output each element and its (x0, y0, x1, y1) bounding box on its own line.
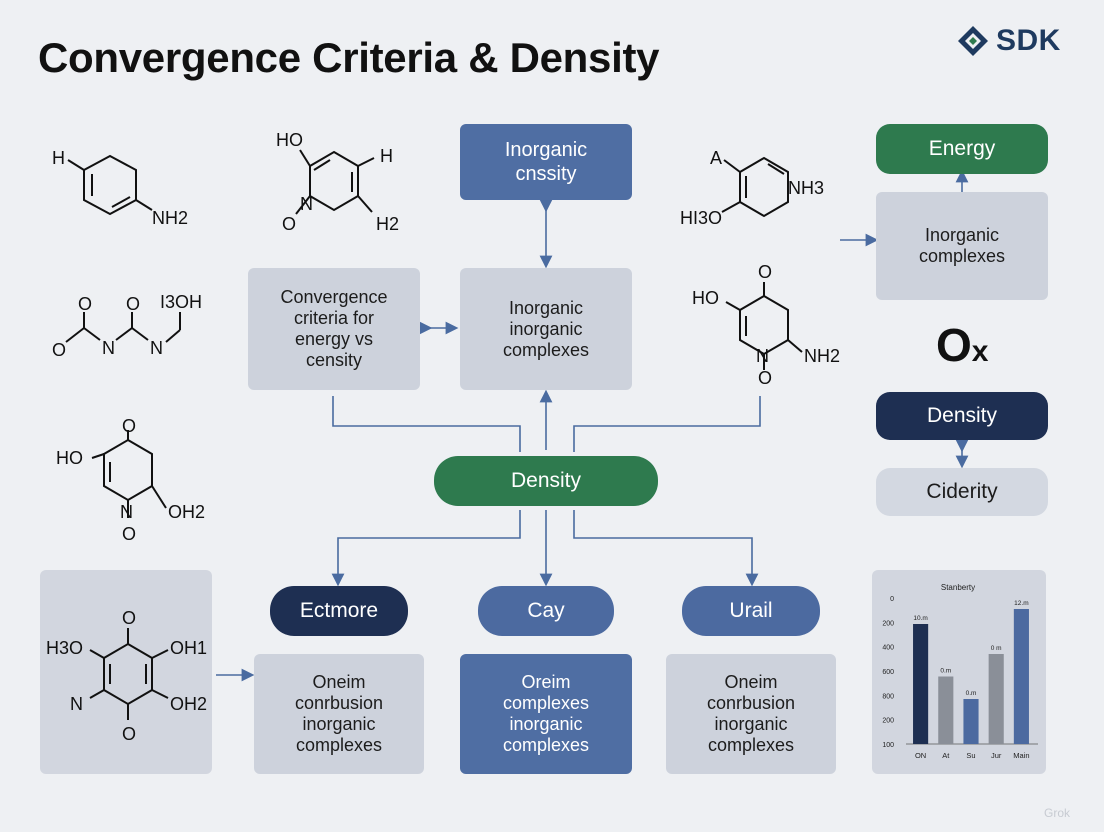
ox-subscript: x (971, 335, 989, 368)
box-bottom-right: Oneim conrbusion inorganic complexes (666, 654, 836, 774)
chart-data-label: 0.m (940, 668, 951, 675)
watermark: Grok (1043, 806, 1070, 820)
node-density-hub: Density (434, 456, 658, 506)
chart-title: Stanberty (941, 583, 975, 592)
mol6-a: A (710, 148, 722, 168)
chart-ytick-label: 200 (882, 718, 894, 725)
mol5-oh2: OH2 (170, 694, 207, 714)
chart-ytick-label: 600 (882, 669, 894, 676)
mol5-h3o: H3O (46, 638, 83, 658)
mol2-h: H (380, 146, 393, 166)
mol2-o: O (282, 214, 296, 234)
molecule-4-icon (91, 430, 167, 518)
chart-data-label: 10.m (913, 615, 927, 622)
node-inorganic-complexes: Inorganic inorganic complexes (460, 268, 632, 390)
mol2-ho: HO (276, 130, 303, 150)
mol4-ho: HO (56, 448, 83, 468)
mol3-o1: O (78, 294, 92, 314)
chart-bar (963, 699, 979, 744)
chart-category-label: Main (1013, 751, 1029, 760)
chart-category-label: Su (966, 751, 975, 760)
connector-hub-right-pill (573, 510, 759, 587)
chart-bar (938, 676, 954, 744)
mol4-oh2: OH2 (168, 502, 205, 522)
box-bottom-center: Oreim complexes inorganic complexes (460, 654, 632, 774)
chart-ytick-label: 800 (882, 693, 894, 700)
mol7-n: N (756, 346, 769, 366)
molecule-1-icon (67, 154, 153, 216)
mol7-ho: HO (692, 288, 719, 308)
chart-ytick-label: 0 (890, 596, 894, 603)
mol5-o-bottom: O (122, 724, 136, 744)
chart-data-label: 0 m (991, 645, 1002, 652)
pill-cay: Cay (478, 586, 614, 636)
node-energy: Energy (876, 124, 1048, 174)
chart-ytick-label: 100 (882, 742, 894, 749)
mol6-hio: HI3O (680, 208, 722, 228)
molecule-3-icon (65, 312, 181, 343)
mol5-oh1: OH1 (170, 638, 207, 658)
diamond-logo-icon (958, 26, 988, 56)
mol4-n: N (120, 502, 133, 522)
node-convergence-criteria: Convergence criteria for energy vs censi… (248, 268, 420, 390)
mol2-n: N (300, 194, 313, 214)
node-right-complexes: Inorganic complexes (876, 192, 1048, 300)
connector-hub-left-pill (331, 510, 521, 587)
chart-category-label: At (942, 751, 950, 760)
chart-category-label: Jur (991, 751, 1002, 760)
connector-left-hub (332, 396, 521, 452)
chart-bar (988, 654, 1004, 744)
mol6-nh3: NH3 (788, 178, 824, 198)
mol5-o-top: O (122, 608, 136, 628)
molecule-7-icon (725, 282, 803, 370)
ox-symbol: Ox (936, 318, 988, 372)
pill-urail: Urail (682, 586, 820, 636)
chart-ytick-label: 200 (882, 620, 894, 627)
chart-data-label: 12.m (1014, 600, 1028, 607)
mol3-n2: N (150, 338, 163, 358)
page-title: Convergence Criteria & Density (38, 34, 660, 81)
connector-right-hub (573, 396, 761, 452)
chart-ytick-label: 400 (882, 645, 894, 652)
mol1-h: H (52, 148, 65, 168)
bar-chart: Stanberty 100 200 800 600 400 200 0 10.mON 0.mAt 0… (882, 583, 1038, 760)
node-ciderity: Ciderity (876, 468, 1048, 516)
molecule-6-icon (721, 156, 789, 218)
chart-bar (1013, 609, 1029, 744)
molecule-panel: O H3O OH1 N OH2 O (40, 570, 212, 774)
mol7-o: O (758, 262, 772, 282)
node-inorganic-density: Inorganic cnssity (460, 124, 632, 200)
box-bottom-left: Oneim conrbusion inorganic complexes (254, 654, 424, 774)
mol3-ioh: I3OH (160, 292, 202, 312)
brand-logo: SDK (956, 24, 1061, 58)
chart-bar (913, 624, 929, 744)
mol4-o: O (122, 416, 136, 436)
mol5-n: N (70, 694, 83, 714)
mol1-nh2: NH2 (152, 208, 188, 228)
mol4-o-bottom: O (122, 524, 136, 544)
molecule-5-icon: O H3O OH1 N OH2 O (46, 608, 207, 744)
molecule-2-icon (295, 149, 375, 215)
ox-letter: O (936, 319, 972, 371)
mol7-o-bottom: O (758, 368, 772, 388)
pill-ectmore: Ectmore (270, 586, 408, 636)
mol7-nh2: NH2 (804, 346, 840, 366)
node-right-density: Density (876, 392, 1048, 440)
mol3-n1: N (102, 338, 115, 358)
chart-category-label: ON (915, 751, 926, 760)
mol3-o3: O (52, 340, 66, 360)
brand-name: SDK (996, 24, 1061, 57)
mol3-o2: O (126, 294, 140, 314)
chart-data-label: 0.m (966, 690, 977, 697)
mol2-h2: H2 (376, 214, 399, 234)
